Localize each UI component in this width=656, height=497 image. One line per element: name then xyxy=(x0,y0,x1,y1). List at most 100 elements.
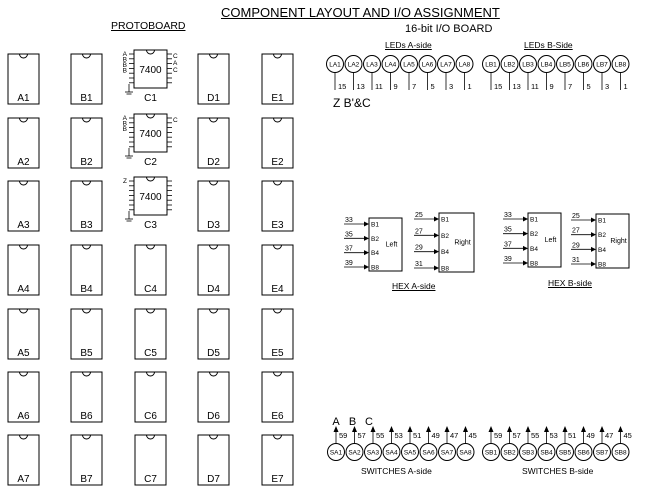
chip-outline xyxy=(70,53,103,105)
led-pin-number: 1 xyxy=(468,82,472,91)
chip-slot-d5: D5 xyxy=(197,308,230,360)
chip-slot-a3: A3 xyxy=(7,180,40,232)
chip-slot-b2: B2 xyxy=(70,117,103,169)
led-pin-number: 3 xyxy=(605,82,609,91)
hex-pin-number: 25 xyxy=(572,213,580,220)
arrow-icon xyxy=(463,426,468,432)
io-board-label: 16-bit I/O BOARD xyxy=(405,23,493,35)
chip-slot-label: E5 xyxy=(271,348,284,359)
chip-slot-label: A1 xyxy=(17,93,30,104)
chip-pin-label: B xyxy=(123,62,127,69)
led-name: LB1 xyxy=(485,62,497,69)
arrow-icon xyxy=(407,426,413,432)
chip-notch xyxy=(19,53,28,59)
chip-notch xyxy=(82,371,91,377)
led-name: LB2 xyxy=(504,62,516,69)
protoboard-label: PROTOBOARD xyxy=(111,20,186,32)
chip-notch xyxy=(209,308,218,314)
hex-input-label: B1 xyxy=(598,218,606,225)
switch-pin-number: 59 xyxy=(339,431,347,440)
chip-notch xyxy=(146,244,155,250)
hex-input-label: B8 xyxy=(371,265,379,272)
chip-slot-b7: B7 xyxy=(70,434,103,486)
arrow-icon xyxy=(562,426,568,432)
chip-notch xyxy=(82,434,91,440)
switch-name: SB8 xyxy=(614,450,627,457)
switch-pin-number: 51 xyxy=(413,431,421,440)
chip-slot-label: B1 xyxy=(80,93,93,104)
chip-slot-label: E3 xyxy=(271,220,284,231)
led-name: LB8 xyxy=(615,62,627,69)
hex-pin-number: 31 xyxy=(415,261,423,268)
switch-input-letter: C xyxy=(365,416,373,428)
switch-pin-number: 55 xyxy=(531,431,539,440)
chip-notch xyxy=(19,180,28,186)
led-name: LB3 xyxy=(522,62,534,69)
arrow-icon xyxy=(507,426,512,432)
switch-pin-number: 49 xyxy=(587,431,595,440)
chip-slot-label: C6 xyxy=(144,411,157,422)
arrow-icon xyxy=(523,216,528,222)
chip-slot-label: B6 xyxy=(80,411,93,422)
led-pin-number: 13 xyxy=(357,82,365,91)
led-name: LA1 xyxy=(329,62,341,69)
chip-slot-label: C2 xyxy=(144,157,157,168)
led-pin-number: 11 xyxy=(375,82,383,91)
chip-slot-d6: D6 xyxy=(197,371,230,423)
chip-notch xyxy=(19,434,28,440)
switch-name: SA4 xyxy=(385,450,398,457)
switches-a-label: SWITCHES A-side xyxy=(361,466,432,476)
chip-slot-e7: E7 xyxy=(261,434,294,486)
hex-input-label: B2 xyxy=(598,232,606,239)
hex-input-label: B8 xyxy=(530,261,538,268)
arrow-icon xyxy=(444,426,450,432)
chip-notch xyxy=(82,308,91,314)
chip-slot-e1: E1 xyxy=(261,53,294,105)
chip-slot-b1: B1 xyxy=(70,53,103,105)
chip-slot-label: E4 xyxy=(271,284,284,295)
hex-pin-number: 31 xyxy=(572,257,580,264)
chip-slot-d7: D7 xyxy=(197,434,230,486)
hex-pin-number: 33 xyxy=(345,217,353,224)
arrow-icon xyxy=(523,245,528,251)
switch-pin-number: 47 xyxy=(450,431,458,440)
hex-input-label: B1 xyxy=(441,217,449,224)
led-name: LA8 xyxy=(459,62,471,69)
arrow-icon xyxy=(544,426,549,432)
chip-slot-label: B7 xyxy=(80,474,93,485)
led-note: Z B'&C xyxy=(333,96,371,110)
chip-notch xyxy=(273,434,282,440)
hex-display-name: Right xyxy=(454,240,470,247)
arrow-icon xyxy=(488,426,494,432)
chip-slot-label: D5 xyxy=(207,348,220,359)
chip-outline xyxy=(7,53,40,105)
chip-slot-c7: C7 xyxy=(134,434,167,486)
led-pin-number: 5 xyxy=(431,82,435,91)
chip-outline xyxy=(70,244,103,296)
chip-slot-a7: A7 xyxy=(7,434,40,486)
chip-pin-label: C xyxy=(173,117,178,124)
hex-pin-number: 29 xyxy=(415,245,423,252)
led-pin-number: 9 xyxy=(550,82,554,91)
chip-notch xyxy=(82,53,91,59)
chip-outline xyxy=(70,308,103,360)
switch-name: SB6 xyxy=(577,450,590,457)
chip-pin-label: B xyxy=(123,121,127,128)
chip-slot-c4: C4 xyxy=(134,244,167,296)
chip-slot-label: A6 xyxy=(17,411,30,422)
arrow-icon xyxy=(525,426,531,432)
